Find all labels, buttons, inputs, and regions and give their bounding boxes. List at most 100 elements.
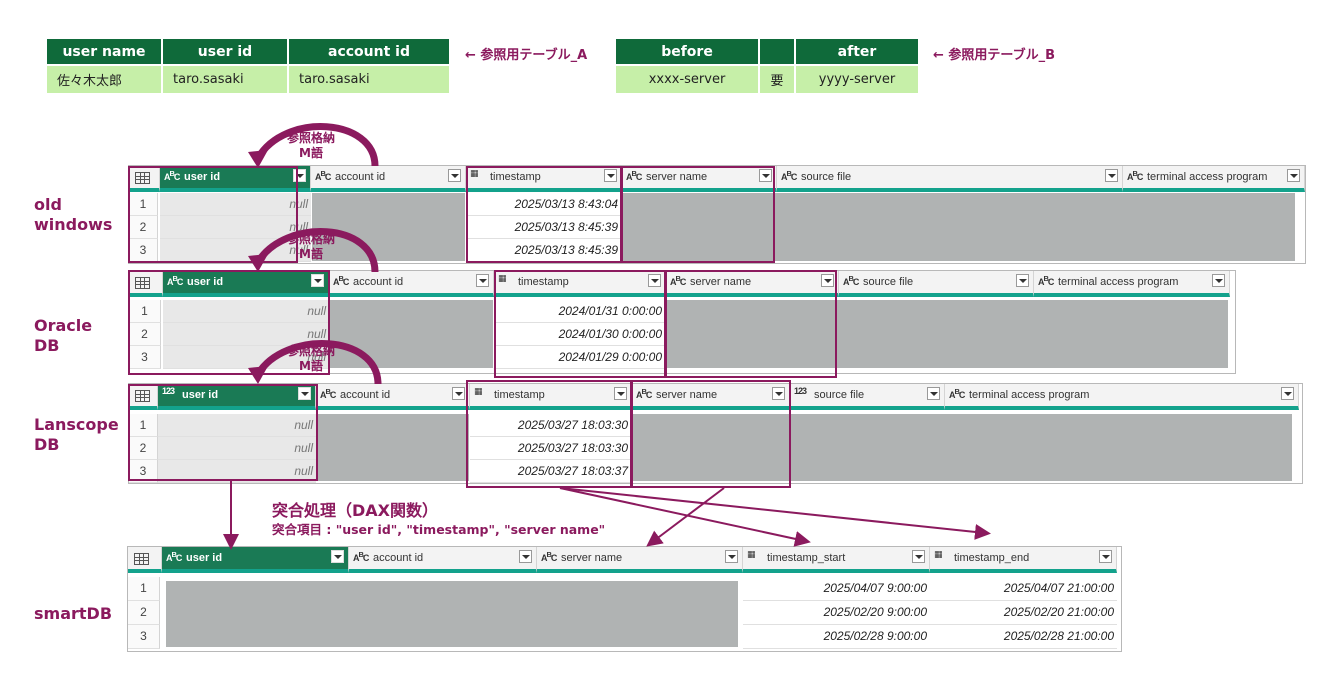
filter-dropdown-icon[interactable] bbox=[759, 169, 772, 182]
filter-dropdown-icon[interactable] bbox=[614, 387, 627, 400]
filter-dropdown-icon[interactable] bbox=[1016, 274, 1029, 287]
row-number: 3 bbox=[129, 346, 161, 369]
filter-dropdown-icon[interactable] bbox=[298, 387, 311, 400]
cell-timestamp-end: 2025/02/20 21:00:00 bbox=[930, 601, 1117, 625]
arc-arrow-oracle bbox=[255, 228, 379, 273]
text-type-icon: ABC bbox=[315, 169, 331, 182]
ref-b-header-after: after bbox=[795, 39, 918, 65]
filter-dropdown-icon[interactable] bbox=[448, 169, 461, 182]
text-type-icon: ABC bbox=[1038, 274, 1054, 287]
ref-b-header-before: before bbox=[616, 39, 760, 65]
column-header-timestamp[interactable]: ▦timestamp bbox=[470, 384, 632, 410]
ref-b-cell-after: yyyy-server bbox=[795, 64, 918, 93]
row-number: 3 bbox=[128, 625, 160, 649]
highlight-server-name-oracle bbox=[665, 270, 837, 378]
text-type-icon: ABC bbox=[166, 550, 182, 563]
filter-dropdown-icon[interactable] bbox=[519, 550, 532, 563]
filter-dropdown-icon[interactable] bbox=[648, 274, 661, 287]
table-menu-button[interactable] bbox=[128, 547, 162, 573]
cell-timestamp-start: 2025/02/28 9:00:00 bbox=[743, 625, 930, 649]
filter-dropdown-icon[interactable] bbox=[1212, 274, 1225, 287]
filter-dropdown-icon[interactable] bbox=[331, 550, 344, 563]
text-type-icon: ABC bbox=[949, 387, 965, 400]
cell-timestamp: 2025/03/27 18:03:37 bbox=[470, 460, 631, 483]
text-type-icon: ABC bbox=[781, 169, 797, 182]
filter-dropdown-icon[interactable] bbox=[476, 274, 489, 287]
arc-arrow-lanscope bbox=[255, 340, 382, 385]
text-type-icon: ABC bbox=[167, 274, 183, 287]
text-type-icon: ABC bbox=[670, 274, 686, 287]
cell-timestamp-end: 2025/04/07 21:00:00 bbox=[930, 577, 1117, 601]
highlight-user-id-lanscope bbox=[128, 384, 318, 481]
filter-dropdown-icon[interactable] bbox=[311, 274, 324, 287]
datetime-type-icon: ▦ bbox=[747, 549, 755, 559]
source-label-old-windows: old windows bbox=[34, 195, 113, 234]
cell-user-id: null bbox=[158, 437, 316, 460]
cell-timestamp-start: 2025/02/20 9:00:00 bbox=[743, 601, 930, 625]
datetime-type-icon: ▦ bbox=[934, 549, 942, 559]
table-icon bbox=[135, 390, 150, 402]
filter-dropdown-icon[interactable] bbox=[1099, 550, 1112, 563]
filter-dropdown-icon[interactable] bbox=[772, 387, 785, 400]
any-type-icon: 123 bbox=[162, 386, 175, 396]
cell-user-id: null bbox=[158, 460, 316, 483]
table-menu-button[interactable] bbox=[129, 166, 160, 192]
filter-dropdown-icon[interactable] bbox=[927, 387, 940, 400]
reference-table-b: before after xxxx-server 要 yyyy-server bbox=[616, 39, 918, 93]
any-type-icon: 123 bbox=[794, 386, 807, 396]
column-header-timestamp-start[interactable]: ▦timestamp_start bbox=[743, 547, 930, 573]
ref-a-cell-account-id: taro.sasaki bbox=[288, 64, 449, 93]
cell-timestamp: 2024/01/31 0:00:00 bbox=[494, 300, 665, 323]
row-number: 2 bbox=[129, 323, 161, 346]
filter-dropdown-icon[interactable] bbox=[452, 387, 465, 400]
filter-dropdown-icon[interactable] bbox=[1287, 169, 1300, 182]
row-number: 2 bbox=[129, 437, 158, 460]
masked-columns bbox=[623, 193, 1295, 261]
text-type-icon: ABC bbox=[333, 274, 349, 287]
text-type-icon: ABC bbox=[1127, 169, 1143, 182]
column-header-timestamp-end[interactable]: ▦timestamp_end bbox=[930, 547, 1117, 573]
cell-user-id: null bbox=[158, 414, 316, 437]
filter-dropdown-icon[interactable] bbox=[725, 550, 738, 563]
filter-dropdown-icon[interactable] bbox=[1281, 387, 1294, 400]
filter-dropdown-icon[interactable] bbox=[1105, 169, 1118, 182]
table-menu-button[interactable] bbox=[129, 271, 163, 297]
arrow-timestamp-to-end bbox=[559, 487, 991, 540]
cell-user-id: null bbox=[163, 323, 329, 346]
masked-columns bbox=[633, 414, 1292, 481]
table-icon bbox=[135, 172, 150, 184]
table-menu-button[interactable] bbox=[129, 384, 158, 410]
ref-a-header-user-name: user name bbox=[47, 39, 163, 65]
column-header-timestamp[interactable]: ▦timestamp bbox=[466, 166, 622, 192]
datetime-type-icon: ▦ bbox=[474, 386, 482, 396]
ref-b-cell-mid: 要 bbox=[759, 64, 796, 93]
ref-a-header-account-id: account id bbox=[288, 39, 449, 65]
filter-dropdown-icon[interactable] bbox=[912, 550, 925, 563]
filter-dropdown-icon[interactable] bbox=[604, 169, 617, 182]
datetime-type-icon: ▦ bbox=[470, 168, 478, 178]
filter-dropdown-icon[interactable] bbox=[821, 274, 834, 287]
arrow-timestamp-to-start bbox=[559, 487, 811, 547]
cell-timestamp: 2024/01/29 0:00:00 bbox=[494, 346, 665, 369]
arc-arrow-old-windows bbox=[254, 123, 379, 167]
text-type-icon: ABC bbox=[843, 274, 859, 287]
